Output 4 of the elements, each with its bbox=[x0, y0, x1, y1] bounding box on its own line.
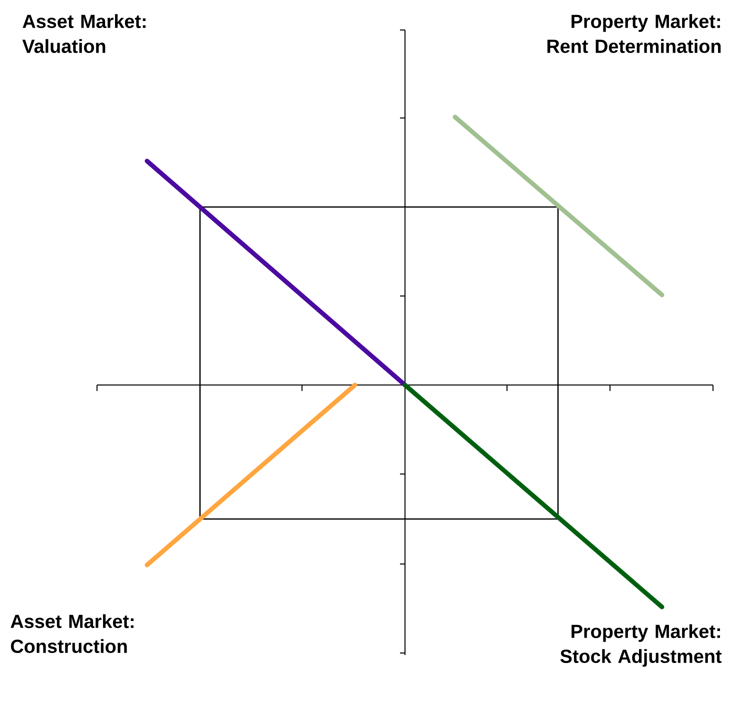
quadrant-label: Asset Market: Construction bbox=[10, 614, 134, 653]
quadrant-label: Asset Market: Valuation bbox=[22, 14, 146, 53]
quadrant-label: Property Market: Rent Determination bbox=[547, 14, 721, 53]
quadrant-label: Property Market: Stock Adjustment bbox=[560, 624, 722, 667]
